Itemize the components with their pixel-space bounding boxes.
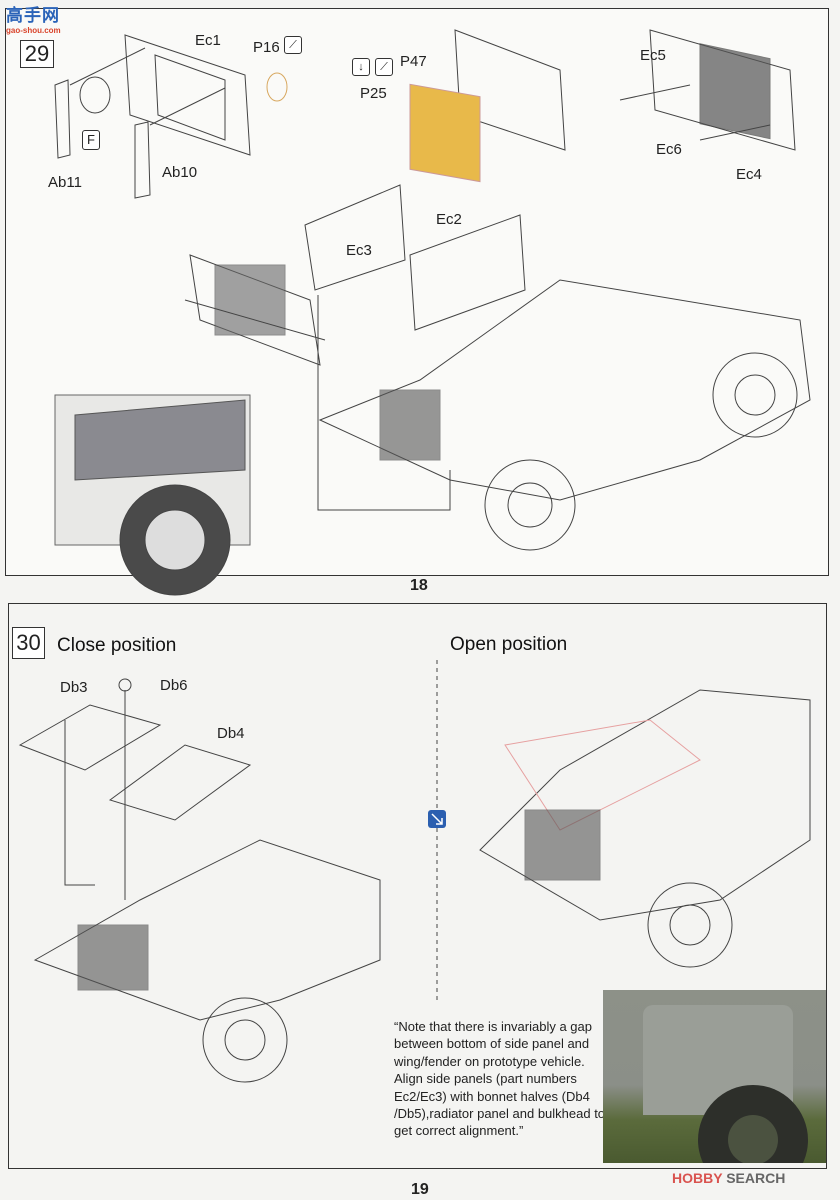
close-position-title: Close position <box>57 635 177 656</box>
page-number-18: 18 <box>410 577 428 594</box>
label-ec2: Ec2 <box>436 211 462 228</box>
vehicle-close-body <box>33 839 381 1021</box>
label-db4: Db4 <box>217 725 245 742</box>
ab11-part <box>54 79 71 159</box>
fold-down-icon: ↓ <box>352 58 370 76</box>
hobbysearch-watermark: HOBBY SEARCH <box>672 1170 785 1186</box>
bend-icon: ⟋ <box>284 36 302 54</box>
hobbysearch-suffix: SEARCH <box>726 1170 786 1186</box>
label-p16: P16 <box>253 39 280 56</box>
vehicle-open-body <box>479 689 811 921</box>
step-30-panel <box>8 603 827 1169</box>
label-ab10: Ab10 <box>162 164 198 181</box>
label-ec1: Ec1 <box>195 32 221 49</box>
alignment-note: “Note that there is invariably a gap bet… <box>394 1019 606 1139</box>
page-number-19: 19 <box>411 1181 429 1198</box>
bend-icon: ⟋ <box>375 58 393 76</box>
label-db6: Db6 <box>160 677 188 694</box>
p16-part <box>266 72 288 102</box>
db4-part <box>108 744 252 821</box>
vehicle-body <box>318 279 811 501</box>
front-wheel <box>484 459 576 551</box>
label-ec4: Ec4 <box>736 166 762 183</box>
hobbysearch-brand: HOBBY <box>672 1170 723 1186</box>
db3-part <box>18 704 162 771</box>
label-p25: P25 <box>360 85 387 102</box>
p25-photoetch <box>409 83 481 183</box>
step-29-number: 29 <box>20 40 54 68</box>
label-ec3: Ec3 <box>346 242 372 259</box>
ab10-part <box>134 121 151 199</box>
label-p47: P47 <box>400 53 427 70</box>
label-f: F <box>82 130 100 150</box>
headlight-f-part <box>79 76 111 114</box>
step-30-number: 30 <box>12 627 45 659</box>
open-position-title: Open position <box>450 634 568 655</box>
watermark-logo-url: gao-shou.com <box>6 26 61 35</box>
ec1-part <box>124 34 251 156</box>
ec2-part <box>409 214 526 331</box>
watermark-logo-text: 高手网 <box>6 6 60 25</box>
rear-wheel <box>712 352 798 438</box>
watermark-logo: 高手网 gao-shou.com <box>6 6 78 38</box>
opened-bonnet <box>504 719 701 831</box>
reference-photo <box>603 990 826 1163</box>
label-ec5: Ec5 <box>640 47 666 64</box>
label-db3: Db3 <box>60 679 88 696</box>
label-ab11: Ab11 <box>48 174 82 191</box>
ec3-part <box>304 184 406 291</box>
label-ec6: Ec6 <box>656 141 682 158</box>
